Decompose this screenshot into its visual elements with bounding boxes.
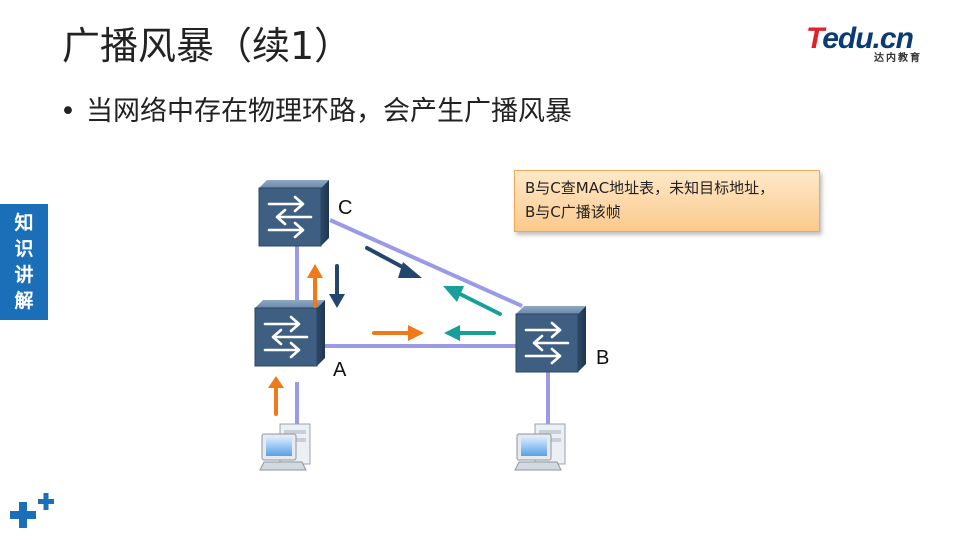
explanation-callout: B与C查MAC地址表，未知目标地址， B与C广播该帧	[514, 170, 820, 232]
arrow-pc-to-a	[268, 376, 284, 416]
node-label-a: A	[333, 359, 347, 381]
callout-line-1: B与C查MAC地址表，未知目标地址，	[525, 179, 775, 197]
arrow-c-to-b	[365, 246, 422, 278]
pc-b-icon	[514, 423, 566, 471]
side-tab-char: 讲	[14, 264, 34, 286]
node-label-b: B	[596, 347, 609, 369]
arrow-c-to-a	[329, 264, 345, 308]
bullet-point: • 当网络中存在物理环路，会产生广播风暴	[60, 92, 572, 132]
plus-decoration-icon	[10, 493, 54, 528]
tedu-logo: Tedu.cn 达内教育	[806, 22, 936, 70]
arrow-b-to-a	[444, 325, 496, 341]
switch-a-icon	[253, 298, 327, 368]
slide-title: 广播风暴（续1）	[62, 24, 353, 68]
side-tab-char: 解	[14, 290, 34, 312]
pc-a-icon	[259, 423, 311, 471]
node-label-c: C	[338, 197, 352, 219]
arrow-a-to-c	[307, 264, 323, 308]
bullet-dot: •	[60, 96, 76, 127]
side-tab-char: 识	[14, 238, 34, 260]
side-tab-knowledge: 知 识 讲 解	[0, 204, 48, 320]
arrow-a-to-b	[372, 325, 424, 341]
side-tab-char: 知	[14, 212, 34, 234]
callout-line-2: B与C广播该帧	[525, 203, 621, 221]
switch-b-icon	[514, 304, 588, 374]
logo-subtitle: 达内教育	[874, 53, 922, 64]
link-c-b	[329, 218, 523, 308]
switch-c-icon	[257, 178, 331, 248]
bullet-text: 当网络中存在物理环路，会产生广播风暴	[86, 96, 572, 127]
logo-wordmark: Tedu.cn	[806, 22, 914, 55]
arrow-b-to-c	[443, 286, 502, 316]
